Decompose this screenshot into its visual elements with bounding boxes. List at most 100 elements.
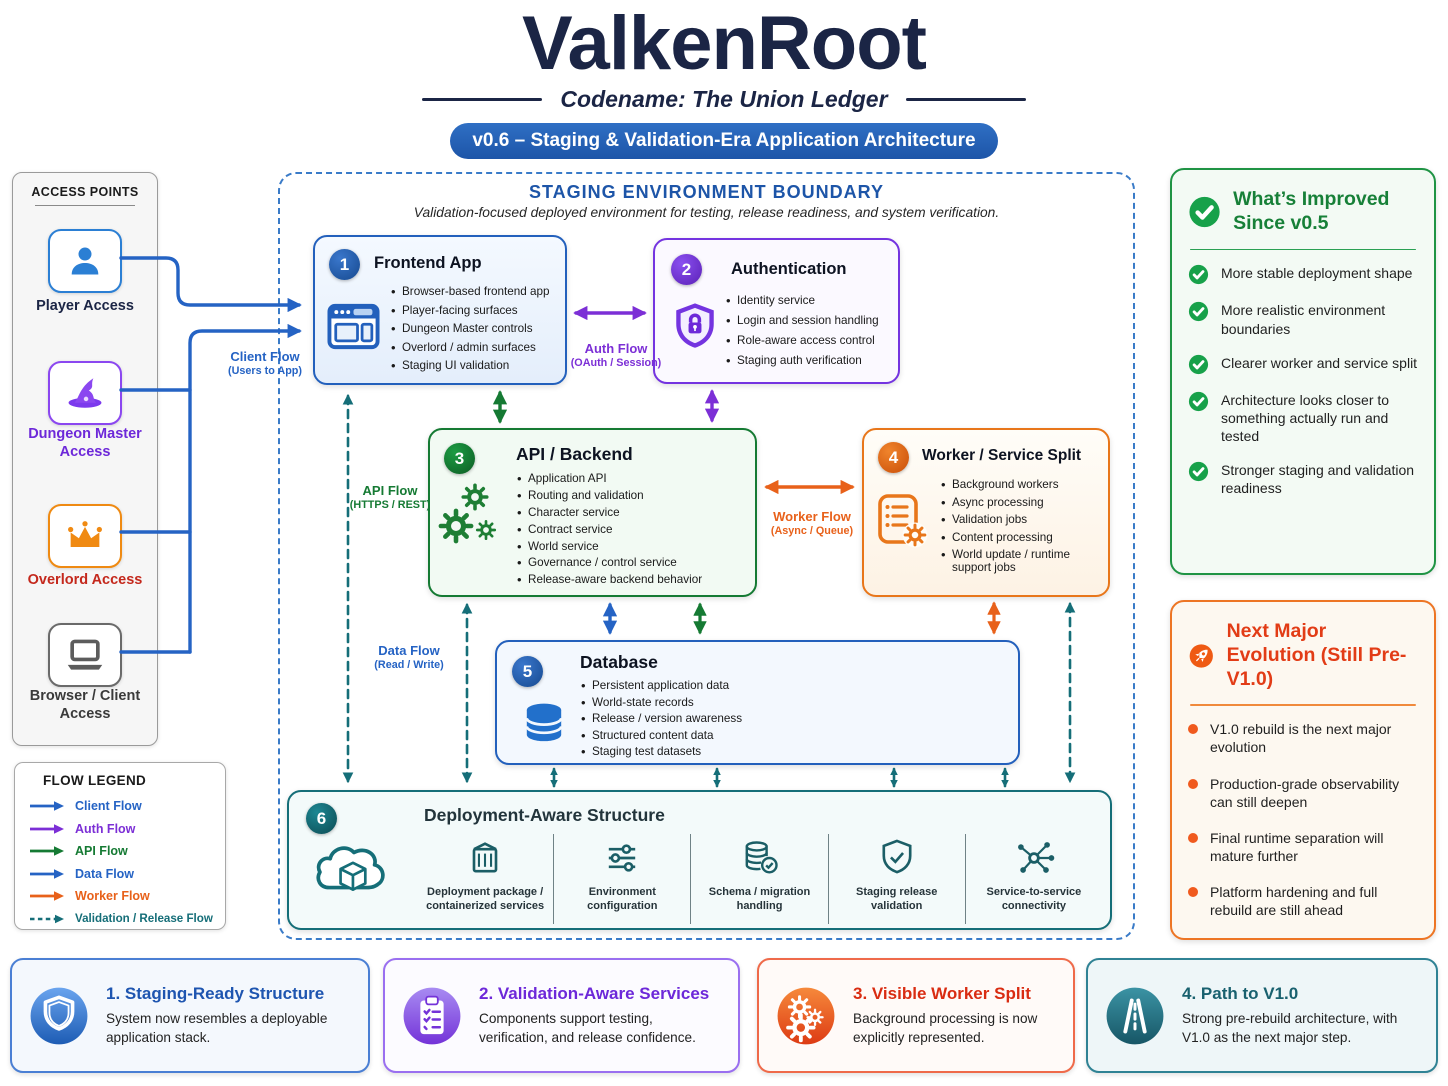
bullet-item: Validation jobs <box>940 512 1102 527</box>
codename: Codename: The Union Ledger <box>560 86 888 112</box>
node-title: Frontend App <box>374 254 482 272</box>
legend-label: Worker Flow <box>75 889 150 904</box>
flow-label-title: Auth Flow <box>584 341 648 356</box>
legend-label: Validation / Release Flow <box>75 912 213 926</box>
bullet-dot <box>1188 724 1198 735</box>
node-title: Authentication <box>731 260 847 278</box>
summary-card-text: System now resembles a deployable applic… <box>106 1010 328 1045</box>
improved-item: More stable deployment shape <box>1188 264 1418 286</box>
improved-item-text: More stable deployment shape <box>1221 265 1413 282</box>
evolution-item: Production-grade observability can still… <box>1188 775 1418 811</box>
validation-flow-arrow-icon <box>30 914 64 923</box>
worker-flow-arrow-icon <box>30 891 64 902</box>
clipboard-icon <box>403 987 461 1044</box>
client-flow-arrow-icon <box>30 801 64 812</box>
bullet-dot <box>1188 887 1198 898</box>
deployment-item-environment: Environment configuration <box>553 834 690 924</box>
bullet-item: Application API <box>516 471 702 486</box>
evolution-item-text: Production-grade observability can still… <box>1210 775 1400 810</box>
deployment-item-connectivity: Service-to-service connectivity <box>964 834 1102 924</box>
access-card-dungeon-master <box>48 361 122 425</box>
laptop-icon <box>67 639 103 670</box>
summary-card-text: Background processing is now explicitly … <box>853 1010 1038 1045</box>
check-icon <box>1188 390 1209 412</box>
check-icon <box>1188 353 1209 375</box>
flow-legend-title: FLOW LEGEND <box>43 773 147 788</box>
divider <box>1190 704 1416 707</box>
divider <box>1190 248 1416 251</box>
flow-label-sub: (HTTPS / REST) <box>349 499 431 511</box>
staging-boundary-subtitle: Validation-focused deployed environment … <box>413 205 1000 220</box>
improved-item-text: Clearer worker and service split <box>1221 354 1418 371</box>
auth-flow-arrow-icon <box>30 823 64 834</box>
bullet-item: World-state records <box>580 695 742 710</box>
sliders-icon <box>609 844 636 872</box>
flow-label-sub: (Async / Queue) <box>770 525 854 537</box>
container-icon <box>472 842 498 873</box>
bullet-item: Routing and validation <box>516 488 702 503</box>
improved-panel: What’s Improved Since v0.5 More stable d… <box>1170 168 1436 575</box>
legend-row-client: Client Flow <box>29 795 225 818</box>
improved-item: Clearer worker and service split <box>1188 353 1418 375</box>
cloud-package-icon <box>316 846 385 891</box>
codename-row: Codename: The Union Ledger <box>0 86 1448 113</box>
browser-window-icon <box>327 303 380 350</box>
codename-rule-left <box>422 98 543 101</box>
access-points-panel: ACCESS POINTS Player Access Dungeon Mast… <box>12 172 158 746</box>
deployment-item-label: Schema / migration handling <box>708 886 811 913</box>
check-circle-icon <box>1188 189 1221 235</box>
node-number-badge: 6 <box>306 803 337 834</box>
bullet-item: Release / version awareness <box>580 711 742 726</box>
access-card-browser-client <box>48 623 122 687</box>
deployment-items-row: Deployment package / containerized servi… <box>417 834 1102 924</box>
deployment-item-label: Staging release validation <box>856 886 938 913</box>
bullet-item: Staging UI validation <box>390 358 549 373</box>
flow-label-sub: (Read / Write) <box>374 659 444 671</box>
improved-item-text: More realistic environment boundaries <box>1221 302 1386 337</box>
evolution-panel-title: Next Major Evolution (Still Pre-V1.0) <box>1226 620 1407 690</box>
summary-card-text: Strong pre-rebuild architecture, with V1… <box>1182 1010 1398 1045</box>
summary-card-title: 3. Visible Worker Split <box>853 983 1031 1003</box>
deployment-item-label: Environment configuration <box>587 886 658 913</box>
rocket-icon <box>1189 644 1213 668</box>
bullet-item: Role-aware access control <box>725 333 879 348</box>
bullet-item: Release-aware backend behavior <box>516 572 702 587</box>
bullet-item: Login and session handling <box>725 313 879 328</box>
flow-legend-panel: FLOW LEGEND Client Flow Auth Flow API Fl… <box>14 762 226 930</box>
legend-row-worker: Worker Flow <box>29 885 225 908</box>
evolution-item-text: Final runtime separation will mature fur… <box>1210 829 1384 865</box>
node-api-backend: 3 API / Backend Application API Routing … <box>428 428 757 597</box>
node-authentication: 2 Authentication Identity service Login … <box>653 238 900 384</box>
evolution-item-text: Platform hardening and full rebuild are … <box>1210 884 1378 919</box>
deployment-item-label: Service-to-service connectivity <box>986 886 1082 913</box>
shield-check-icon <box>882 839 912 874</box>
summary-card-validation-aware: 2. Validation-Aware Services Components … <box>383 958 740 1073</box>
bullet-item: Staging test datasets <box>580 744 742 759</box>
page-title: ValkenRoot <box>522 1 927 86</box>
api-flow-arrow-icon <box>30 846 64 857</box>
flow-label-title: Worker Flow <box>773 509 851 524</box>
legend-label: Client Flow <box>75 799 142 814</box>
deployment-item-label: Deployment package / containerized servi… <box>426 886 545 913</box>
improved-item-text: Architecture looks closer to something a… <box>1221 391 1390 445</box>
flow-label-client: Client Flow (Users to App) <box>200 349 330 377</box>
node-number-badge: 2 <box>671 254 702 285</box>
legend-label: Data Flow <box>75 866 135 881</box>
evolution-item: Final runtime separation will mature fur… <box>1188 829 1418 865</box>
access-card-overlord <box>48 504 122 568</box>
summary-card-text: Components support testing, verification… <box>479 1010 696 1045</box>
check-icon <box>1188 264 1209 286</box>
evolution-item: V1.0 rebuild is the next major evolution <box>1188 720 1418 756</box>
deployment-item-release-validation: Staging release validation <box>827 834 965 924</box>
improved-item: Stronger staging and validation readines… <box>1188 461 1418 497</box>
node-frontend-app: 1 Frontend App Browser-based frontend ap… <box>313 235 567 385</box>
gears-icon <box>777 987 835 1044</box>
check-icon <box>1188 301 1209 323</box>
summary-card-staging-ready: 1. Staging-Ready Structure System now re… <box>10 958 370 1073</box>
legend-row-api: API Flow <box>29 840 225 863</box>
node-number-badge: 5 <box>512 656 543 687</box>
bullet-item: Dungeon Master controls <box>390 321 549 336</box>
bullet-item: Player-facing surfaces <box>390 303 549 318</box>
road-icon <box>1106 987 1164 1044</box>
version-badge: v0.6 – Staging & Validation-Era Applicat… <box>450 123 998 159</box>
